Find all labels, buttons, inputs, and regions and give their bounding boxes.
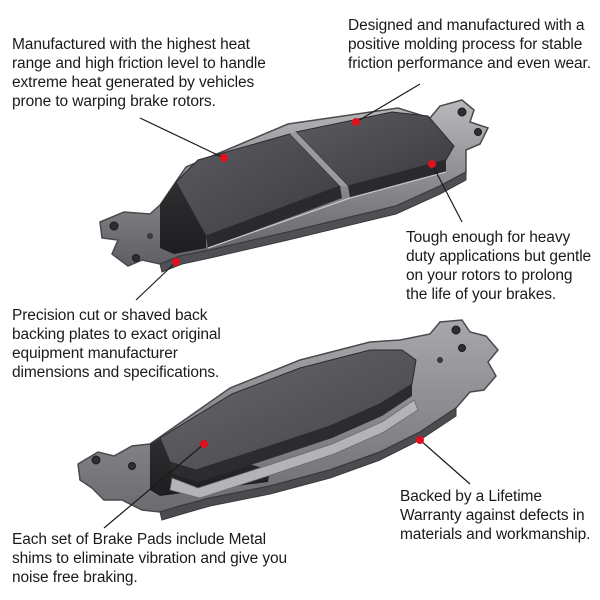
callout-shims: Each set of Brake Pads include Metal shi… [12, 531, 288, 586]
callout-precision: Precision cut or shaved back backing pla… [12, 307, 221, 381]
leader-line-molding [355, 83, 421, 123]
callout-warranty: Backed by a Lifetime Warranty against de… [400, 488, 591, 543]
leader-line-precision [135, 261, 177, 301]
marker-dot-heat [220, 154, 228, 162]
leader-lines [103, 83, 471, 529]
callout-markers [172, 118, 436, 448]
leader-line-tough [431, 163, 463, 223]
marker-dot-warranty [416, 436, 424, 444]
leader-line-shims [103, 443, 205, 529]
callout-tough: Tough enough for heavy duty applications… [406, 229, 592, 303]
callout-molding: Designed and manufactured with a positiv… [348, 17, 591, 72]
leader-line-heat [139, 117, 225, 159]
marker-dot-molding [352, 118, 360, 126]
callout-heat: Manufactured with the highest heat range… [12, 36, 266, 110]
marker-dot-tough [428, 160, 436, 168]
marker-dot-precision [172, 258, 180, 266]
top-brake-pad [99, 99, 490, 273]
bottom-brake-pad [77, 319, 499, 521]
leader-line-warranty [419, 439, 471, 485]
marker-dot-shims [200, 440, 208, 448]
